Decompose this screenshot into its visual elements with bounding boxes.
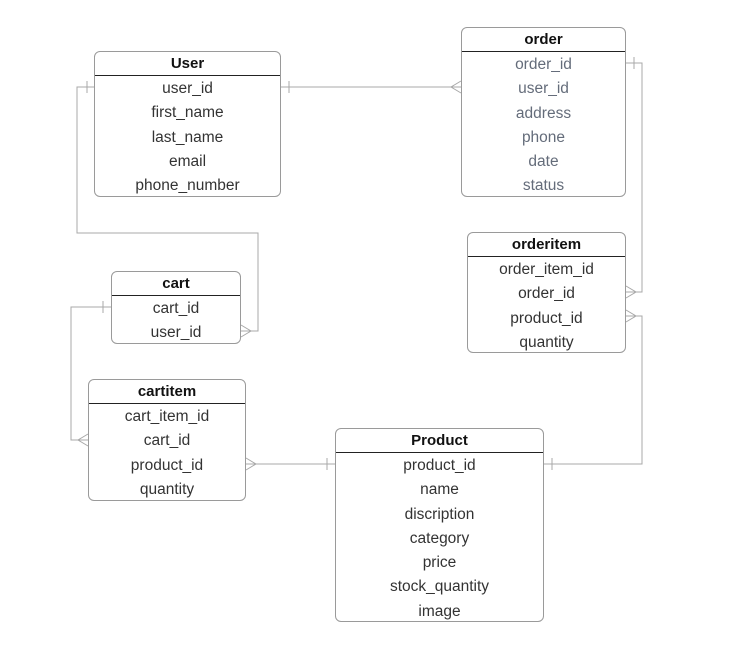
field-cart-item-id: cart_item_id — [124, 408, 210, 425]
entity-fields: cart_id user_id — [112, 296, 240, 346]
relationship-order-orderitem — [626, 62, 643, 293]
field-user-id: user_id — [162, 80, 213, 97]
entity-title: cart — [112, 272, 240, 296]
field-email: email — [168, 152, 207, 170]
many-marker-user-cart — [240, 324, 252, 338]
field-order-id: order_id — [518, 285, 575, 303]
relationship-product-orderitem — [544, 315, 643, 465]
field-last-name: last_name — [151, 128, 224, 146]
entity-title: User — [95, 52, 280, 76]
field-quantity: quantity — [139, 480, 195, 498]
field-cart-id: cart_id — [152, 300, 200, 317]
field-phone: phone — [521, 128, 566, 146]
many-marker-product-cartitem — [245, 457, 257, 471]
entity-title: Product — [336, 429, 543, 453]
many-marker-user-order — [450, 80, 462, 94]
entity-fields: product_id name discription category pri… — [336, 453, 543, 624]
field-address: address — [515, 104, 572, 122]
field-image: image — [418, 602, 461, 620]
entity-product[interactable]: Product product_id name discription cate… — [335, 428, 544, 622]
field-order-id: order_id — [515, 56, 572, 73]
entity-title: order — [462, 28, 625, 52]
entity-cartitem[interactable]: cartitem cart_item_id cart_id product_id… — [88, 379, 246, 501]
field-date: date — [528, 153, 559, 171]
field-price: price — [422, 554, 457, 572]
entity-cart[interactable]: cart cart_id user_id — [111, 271, 241, 344]
entity-fields: cart_item_id cart_id product_id quantity — [89, 404, 245, 502]
field-quantity: quantity — [519, 333, 574, 351]
field-product-id: product_id — [403, 457, 476, 474]
field-user-id: user_id — [518, 80, 569, 98]
entity-fields: order_id user_id address phone date stat… — [462, 52, 625, 199]
many-marker-order-orderitem — [625, 285, 637, 299]
relationship-cart-cartitem — [70, 306, 111, 441]
relationship-user-cart — [76, 86, 259, 332]
entity-fields: order_item_id order_id product_id quanti… — [468, 257, 625, 355]
field-product-id: product_id — [510, 309, 583, 327]
field-discription: discription — [404, 505, 475, 523]
entity-order[interactable]: order order_id user_id address phone dat… — [461, 27, 626, 197]
field-first-name: first_name — [151, 104, 224, 122]
field-cart-id: cart_id — [143, 432, 191, 450]
entity-title: cartitem — [89, 380, 245, 404]
field-phone-number: phone_number — [135, 177, 240, 195]
field-category: category — [409, 529, 470, 547]
field-order-item-id: order_item_id — [499, 261, 594, 278]
field-product-id: product_id — [130, 456, 204, 474]
entity-title: orderitem — [468, 233, 625, 257]
field-user-id: user_id — [150, 324, 202, 342]
field-stock-quantity: stock_quantity — [389, 578, 490, 596]
field-name: name — [420, 481, 459, 499]
many-marker-product-orderitem — [625, 309, 637, 323]
many-marker-cart-cartitem — [77, 433, 89, 447]
entity-fields: user_id first_name last_name email phone… — [95, 76, 280, 198]
field-status: status — [522, 177, 565, 195]
entity-user[interactable]: User user_id first_name last_name email … — [94, 51, 281, 197]
entity-orderitem[interactable]: orderitem order_item_id order_id product… — [467, 232, 626, 353]
